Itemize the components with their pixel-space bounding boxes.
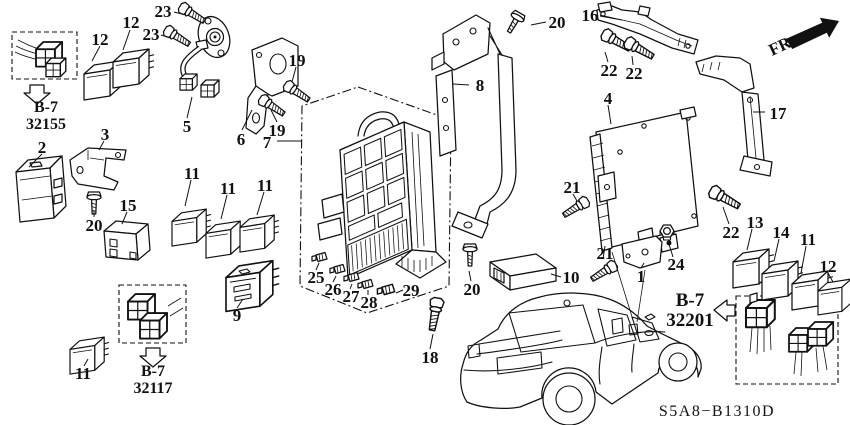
callout-11: 11 (800, 230, 816, 249)
callout-11: 11 (184, 164, 200, 183)
part-29-fuse (376, 283, 396, 296)
callout-21: 21 (597, 244, 614, 263)
part-2-control-unit (15, 155, 67, 223)
part-27-fuse (343, 271, 360, 283)
callout-25: 25 (308, 268, 325, 287)
part-12-relay-b (112, 48, 155, 89)
callout-16: 16 (582, 6, 599, 25)
callout-2: 2 (38, 138, 47, 157)
callout-12: 12 (820, 257, 837, 276)
part-10-module (489, 253, 557, 291)
part-11-relay-b (205, 220, 246, 259)
b7-32201-line1: B-7 (676, 290, 705, 311)
callout-4: 4 (604, 89, 613, 108)
callout-20: 20 (464, 280, 481, 299)
ref-box-32155 (11, 31, 78, 105)
callout-1: 1 (637, 267, 646, 286)
diagram-part-code: S5A8−B1310D (659, 403, 775, 420)
callout-20: 20 (549, 13, 566, 32)
left-arrow-icon (713, 299, 736, 322)
callout-27: 27 (343, 287, 361, 306)
part-17-bracket (695, 55, 773, 177)
part-3-bracket (69, 147, 127, 191)
b7-32155-line2: 32155 (26, 116, 66, 133)
callout-14: 14 (773, 223, 791, 242)
callout-23: 23 (143, 25, 160, 44)
rear-wheel (542, 372, 596, 425)
part-25-fuse (311, 251, 328, 263)
part-11-relay-a (171, 208, 212, 247)
callout-8: 8 (476, 76, 485, 95)
callout-20: 20 (86, 216, 103, 235)
callout-24: 24 (668, 255, 686, 274)
callout-17: 17 (770, 104, 788, 123)
part-28-fuse (357, 278, 374, 290)
part-11-relay-c (239, 214, 280, 253)
part-18-bolt (424, 296, 446, 333)
callout-3: 3 (101, 125, 110, 144)
callout-23: 23 (155, 2, 172, 21)
callout-11: 11 (257, 176, 273, 195)
fr-arrow-icon (785, 17, 839, 49)
license-plate (496, 351, 543, 375)
part-15-module (103, 220, 151, 261)
down-arrow-icon (139, 347, 167, 368)
b7-32155-line1: B-7 (34, 99, 58, 116)
callout-22: 22 (626, 64, 643, 83)
part-9-relay (225, 259, 280, 313)
part-22-bolt-c (706, 183, 744, 214)
part-16-bracket (596, 1, 699, 55)
fr-label: FR. (766, 31, 798, 60)
callout-13: 13 (747, 213, 764, 232)
callout-9: 9 (233, 306, 242, 325)
part-1-bracket (621, 227, 663, 269)
callout-5: 5 (183, 117, 192, 136)
callout-7: 7 (263, 133, 272, 152)
part-20-stud-center (462, 243, 478, 267)
fr-direction: FR. (766, 17, 839, 60)
callout-19: 19 (269, 121, 286, 140)
callout-11: 11 (220, 179, 236, 198)
down-arrow-icon (23, 84, 51, 105)
callout-12: 12 (92, 30, 109, 49)
callout-10: 10 (563, 268, 580, 287)
part-20-stud-left (86, 191, 102, 215)
callout-26: 26 (325, 280, 342, 299)
callout-29: 29 (403, 281, 420, 300)
callout-22: 22 (601, 61, 618, 80)
b7-32117-line2: 32117 (133, 380, 172, 397)
b7-32201-line2: 32201 (666, 310, 714, 331)
callout-15: 15 (120, 196, 137, 215)
part-8-bracket (431, 14, 517, 239)
front-wheel (658, 342, 698, 382)
part-26-fuse (329, 263, 346, 275)
connector-32201-a (744, 298, 776, 329)
callout-21: 21 (564, 178, 581, 197)
callout-12: 12 (123, 13, 140, 32)
ref-box-32117 (118, 284, 187, 368)
callout-11: 11 (75, 364, 91, 383)
callout-28: 28 (361, 293, 378, 312)
part-5-sensor-assembly (179, 15, 231, 98)
car-illustration (460, 292, 702, 425)
part-20-stud-top (502, 8, 527, 37)
part-7-fusebox (317, 111, 447, 279)
mount-cutout (611, 317, 624, 335)
b7-32117-line1: B-7 (141, 363, 165, 380)
leader-lines (28, 11, 834, 367)
callout-6: 6 (237, 130, 246, 149)
callout-18: 18 (422, 348, 439, 367)
callout-22: 22 (723, 223, 740, 242)
callout-19: 19 (289, 51, 306, 70)
